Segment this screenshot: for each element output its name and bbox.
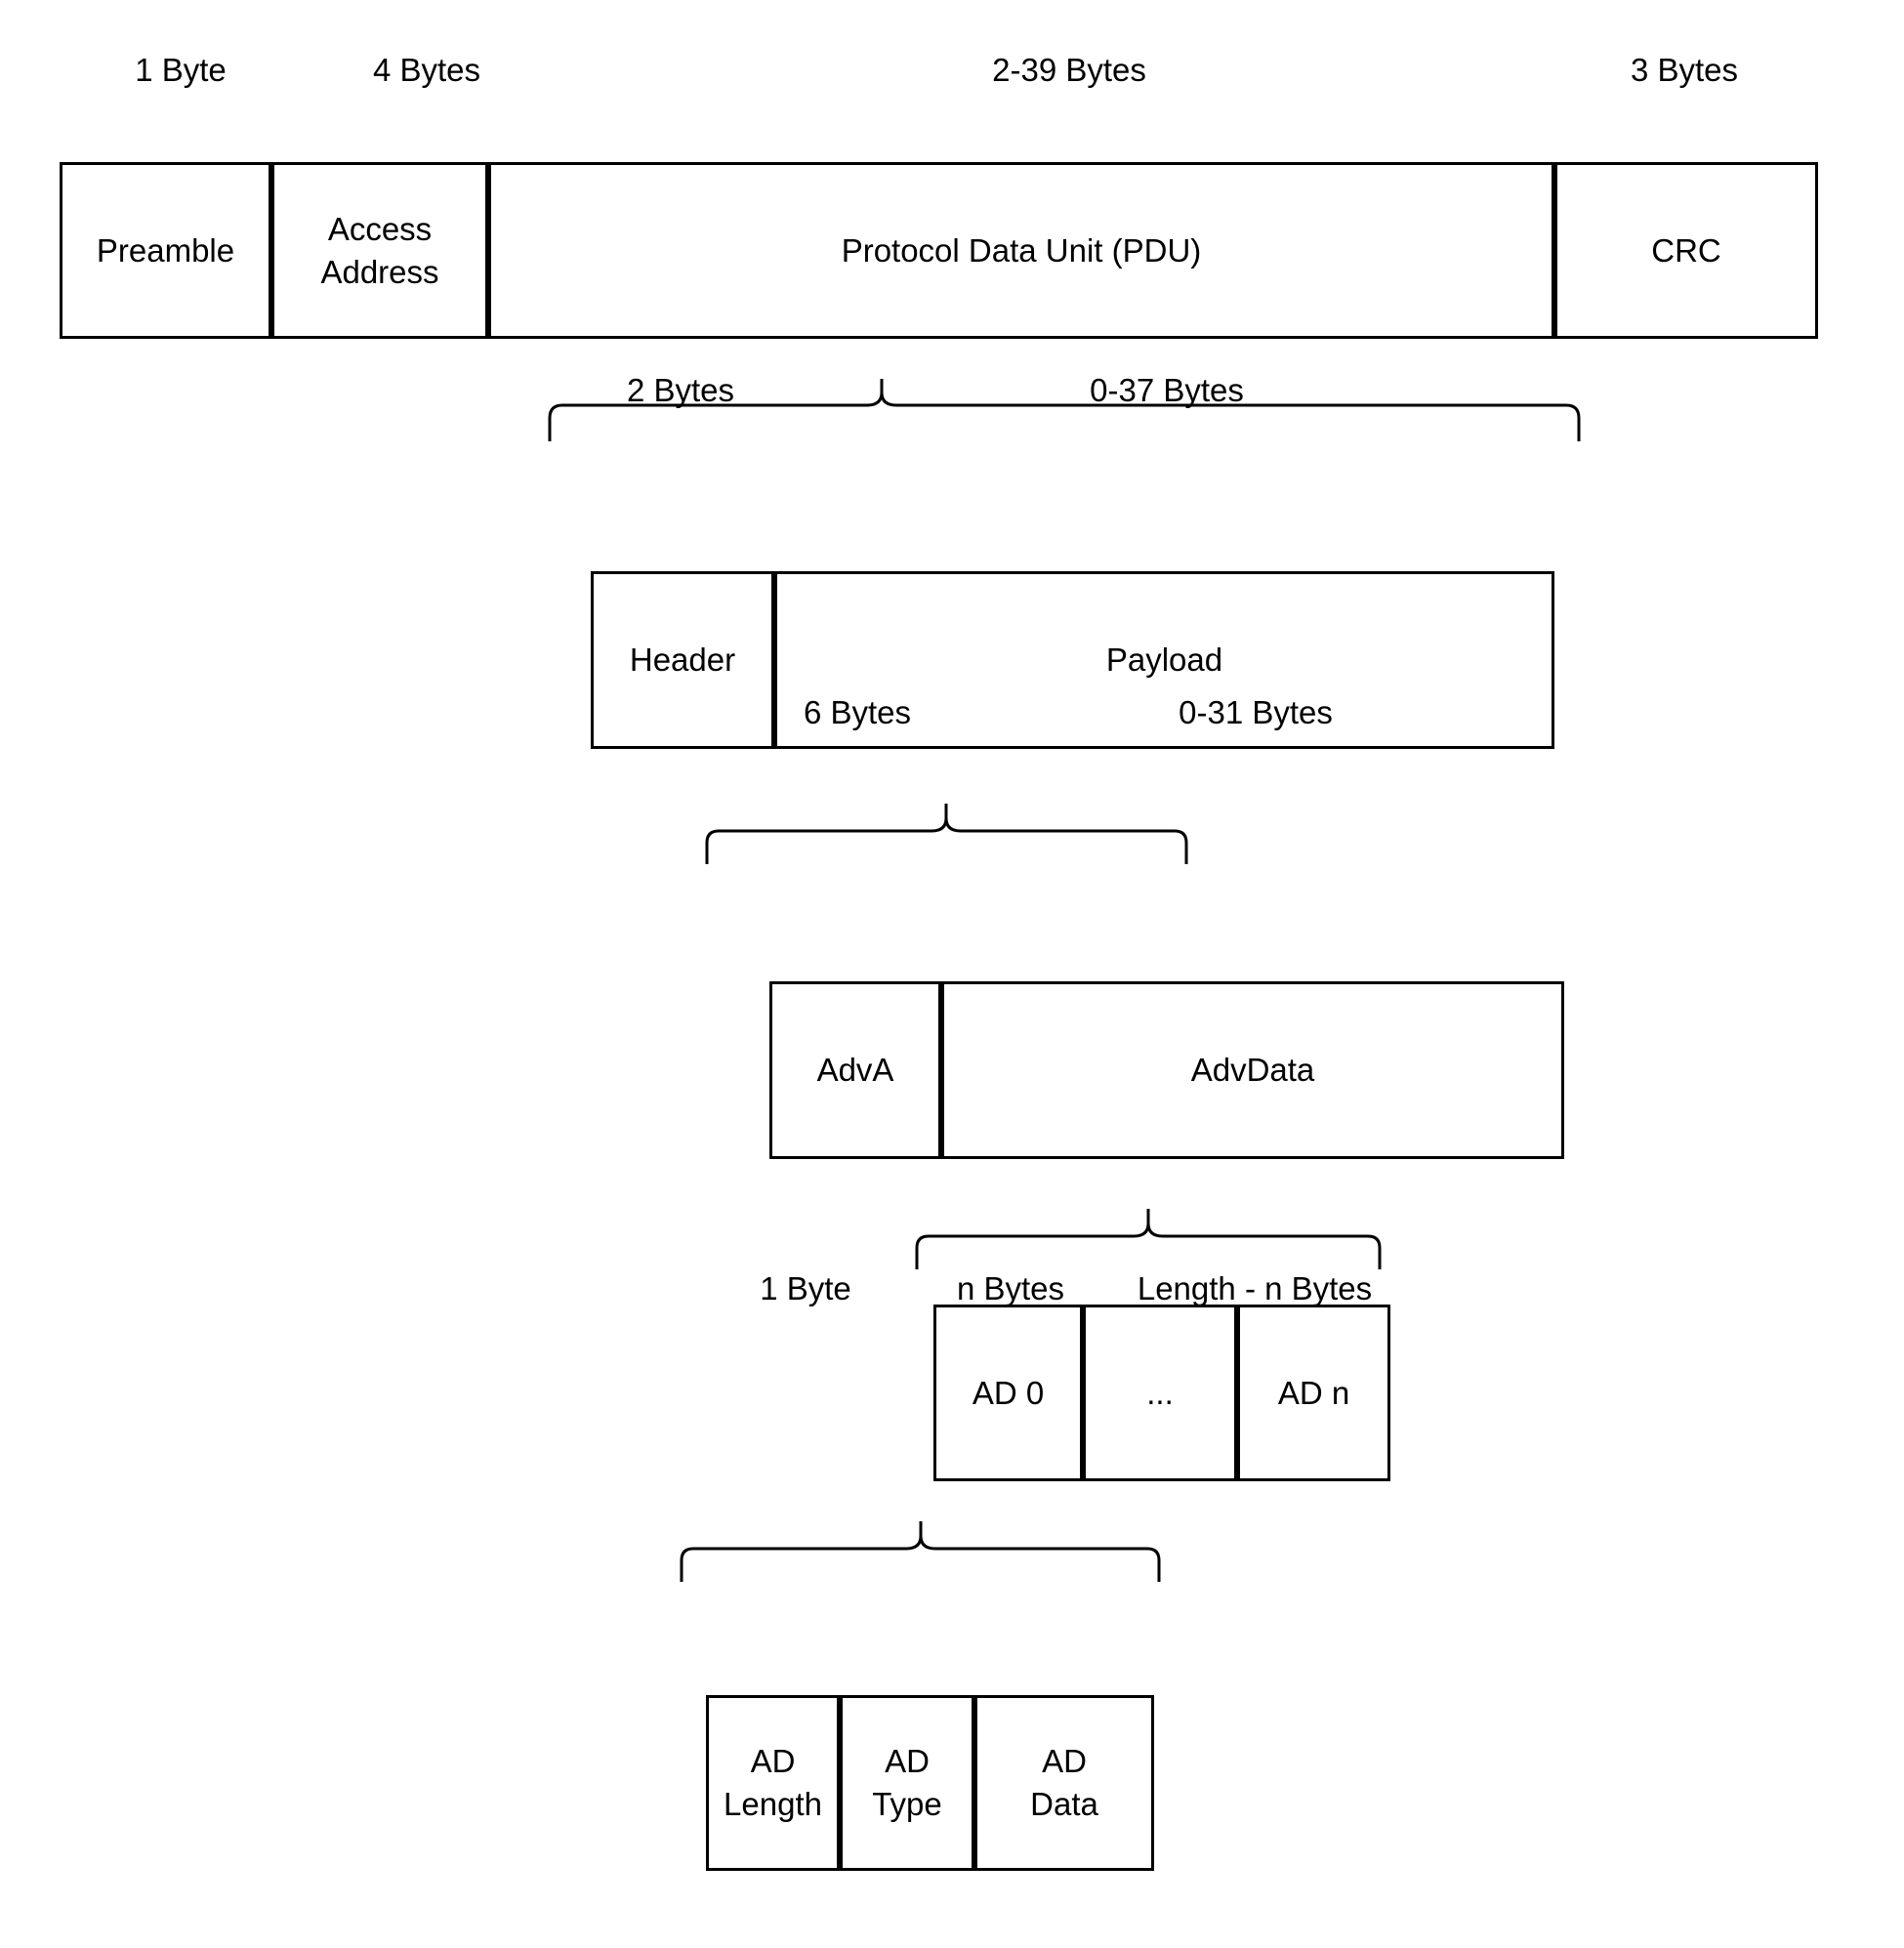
field-ad-n: AD n <box>1237 1305 1390 1481</box>
size-label-header: 2 Bytes <box>626 372 735 408</box>
brace-ad-to-ad-fields <box>680 1521 1161 1582</box>
brace-advdata-to-ad-fields <box>915 1209 1382 1269</box>
field-header: Header <box>591 571 774 749</box>
field-preamble: Preamble <box>60 162 271 339</box>
field-advdata: AdvData <box>941 981 1564 1159</box>
field-ad-type: AD Type <box>840 1695 974 1871</box>
size-label-access-address: 4 Bytes <box>372 52 481 88</box>
size-label-ad-length: 1 Byte <box>760 1270 851 1306</box>
size-label-advdata: 0-31 Bytes <box>1179 694 1333 730</box>
size-label-ad-type: n Bytes <box>956 1270 1065 1306</box>
field-adva: AdvA <box>769 981 941 1159</box>
size-label-payload: 0-37 Bytes <box>1090 372 1244 408</box>
size-label-ad-data: Length - n Bytes <box>1137 1270 1373 1306</box>
size-label-crc: 3 Bytes <box>1630 52 1739 88</box>
field-crc: CRC <box>1554 162 1818 339</box>
field-ad-length: AD Length <box>706 1695 840 1871</box>
brace-pdu-to-pdu-fields <box>548 379 1581 441</box>
size-label-adva: 6 Bytes <box>803 694 912 730</box>
field-protocol-data-unit: Protocol Data Unit (PDU) <box>488 162 1554 339</box>
size-label-pdu: 2-39 Bytes <box>992 52 1146 88</box>
field-payload: Payload <box>774 571 1554 749</box>
field-ad-data: AD Data <box>974 1695 1154 1871</box>
field-ad-ellipsis: ... <box>1083 1305 1237 1481</box>
brace-payload-to-payload-fields <box>705 804 1188 864</box>
field-ad-0: AD 0 <box>933 1305 1083 1481</box>
size-label-preamble: 1 Byte <box>135 52 227 88</box>
field-access-address: Access Address <box>271 162 488 339</box>
